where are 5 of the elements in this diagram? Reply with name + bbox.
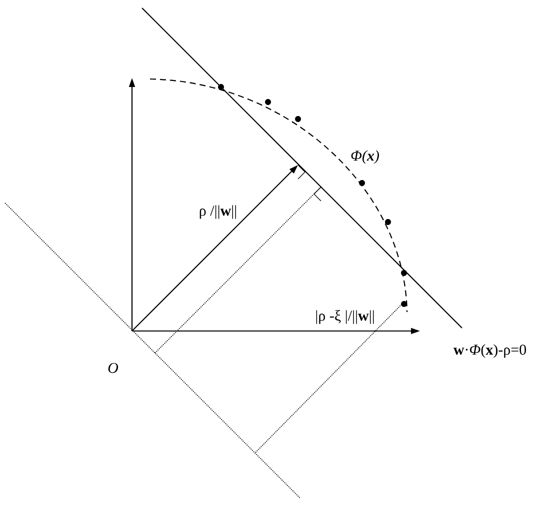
- math-label: ρ /||w||: [200, 205, 236, 219]
- math-label: w·Φ(x)-ρ=0: [453, 344, 526, 358]
- math-label: |ρ -ξ |/||w||: [314, 309, 376, 325]
- math-label: Φ(x): [351, 150, 379, 164]
- math-label: O: [108, 362, 118, 374]
